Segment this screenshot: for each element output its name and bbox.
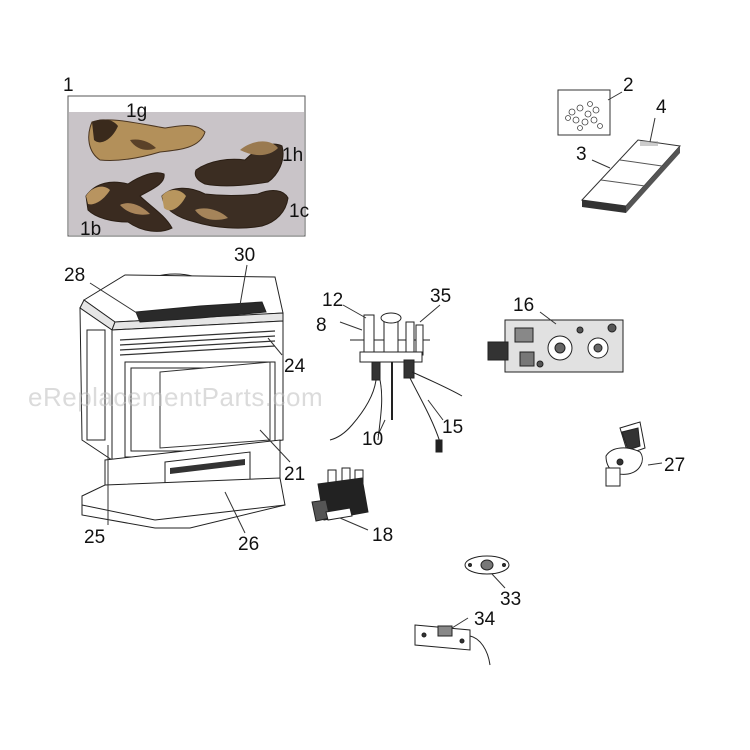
callout-15: 15 (442, 417, 464, 438)
callout-34: 34 (474, 609, 496, 630)
callout-26: 26 (238, 534, 260, 555)
callout-8: 8 (316, 315, 327, 336)
callout-25: 25 (84, 527, 106, 548)
rocker-switch[interactable] (311, 467, 369, 522)
watermark: eReplacementParts.com (28, 382, 324, 412)
callout-1h: 1h (282, 145, 304, 166)
callout-12: 12 (322, 290, 344, 311)
callout-18: 18 (372, 525, 394, 546)
log-set-photo[interactable] (67, 95, 306, 237)
callout-1: 1 (63, 75, 74, 96)
gas-valve[interactable] (487, 319, 624, 373)
refractory-panels[interactable] (580, 139, 681, 213)
callout-1b: 1b (80, 219, 102, 240)
callout-1g: 1g (126, 101, 148, 122)
wall-bracket[interactable] (605, 421, 646, 487)
callout-10: 10 (362, 429, 384, 450)
callout-4: 4 (656, 97, 667, 118)
callout-27: 27 (664, 455, 686, 476)
callout-21: 21 (284, 464, 306, 485)
gasket[interactable] (464, 555, 510, 575)
callout-35: 35 (430, 286, 452, 307)
callout-33: 33 (500, 589, 522, 610)
log-1c (161, 187, 289, 229)
callout-3: 3 (576, 144, 587, 165)
log-1g (88, 119, 206, 161)
sensor-plate[interactable] (414, 624, 491, 666)
stove-assembly[interactable] (79, 273, 286, 529)
callout-2: 2 (623, 75, 634, 96)
rock-wool-bag[interactable] (557, 89, 611, 136)
callout-24: 24 (284, 356, 306, 377)
callout-30: 30 (234, 245, 256, 266)
callout-28: 28 (64, 265, 86, 286)
log-1b (85, 172, 173, 232)
callout-16: 16 (513, 295, 535, 316)
callout-1c: 1c (289, 201, 310, 222)
